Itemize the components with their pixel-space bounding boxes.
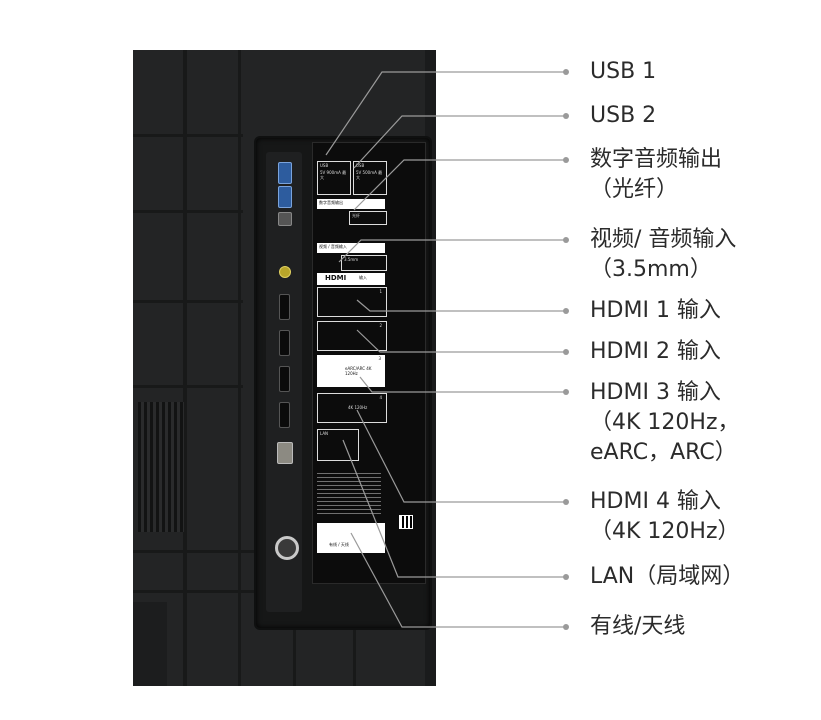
callout-usb1: USB 1 bbox=[590, 59, 657, 84]
usb2-label-box: USB 5V 500mA 最大 bbox=[353, 161, 387, 195]
tv-back-panel: USB 5V 900mA 最大 USB 5V 500mA 最大 数字音频输出 光… bbox=[133, 50, 436, 686]
panel-seam bbox=[293, 590, 296, 686]
connector-label-sheet: USB 5V 900mA 最大 USB 5V 500mA 最大 数字音频输出 光… bbox=[312, 142, 426, 584]
panel-seam bbox=[353, 590, 356, 686]
hdmi2-number: 2 bbox=[379, 323, 382, 328]
lan-label-text: LAN bbox=[320, 431, 329, 436]
antenna-label-box: 有线 / 天线 bbox=[317, 523, 385, 553]
av-label-box: 视频 / 音频输入 bbox=[317, 243, 385, 253]
leader-dot-lan bbox=[563, 574, 569, 580]
callout-hdmi3-line3: eARC，ARC） bbox=[590, 440, 737, 465]
hdmi4-tag-text: 4K 120Hz bbox=[348, 405, 368, 410]
callout-hdmi4-line2: （4K 120Hz） bbox=[590, 519, 740, 544]
optical-tag-box: 光纤 bbox=[349, 211, 387, 225]
callout-lan: LAN（局域网） bbox=[590, 564, 745, 589]
panel-seam bbox=[133, 385, 243, 388]
antenna-port[interactable] bbox=[275, 536, 299, 560]
panel-seam bbox=[133, 300, 243, 303]
callout-av: 视频/ 音频输入 （3.5mm） bbox=[590, 225, 736, 285]
antenna-label-text: 有线 / 天线 bbox=[329, 542, 349, 547]
callout-optical-line2: （光纤） bbox=[590, 177, 679, 202]
hdmi2-label-box: 2 bbox=[317, 321, 387, 351]
callout-hdmi3: HDMI 3 输入 （4K 120Hz， eARC，ARC） bbox=[590, 378, 740, 468]
hdmi1-number: 1 bbox=[379, 289, 382, 294]
vent-grille bbox=[138, 402, 184, 532]
hdmi3-tag-text: eARC/ARC 4K 120Hz bbox=[345, 366, 372, 376]
hdmi-port[interactable] bbox=[279, 366, 290, 392]
leader-dot-optical bbox=[563, 157, 569, 163]
lan-port[interactable] bbox=[277, 442, 293, 464]
hdmi-port[interactable] bbox=[279, 330, 290, 356]
hdmi4-number: 4 bbox=[379, 395, 382, 400]
hdmi-port[interactable] bbox=[279, 294, 290, 320]
hdmi3-number: 3 bbox=[378, 356, 381, 361]
callout-av-line1: 视频/ 音频输入 bbox=[590, 227, 737, 252]
hdmi3-label-box: eARC/ARC 4K 120Hz 3 bbox=[317, 355, 385, 387]
callout-optical-line1: 数字音频输出 bbox=[590, 147, 723, 172]
hdmi-in-text: 输入 bbox=[359, 275, 367, 280]
usb2-spec-text: 5V 500mA 最大 bbox=[356, 170, 383, 180]
leader-dot-av bbox=[563, 237, 569, 243]
leader-dot-hdmi4 bbox=[563, 499, 569, 505]
hdmi-port[interactable] bbox=[279, 402, 290, 428]
panel-block bbox=[133, 602, 167, 686]
callout-av-line2: （3.5mm） bbox=[590, 257, 712, 282]
leader-dot-usb1 bbox=[563, 69, 569, 75]
av-port[interactable] bbox=[279, 266, 291, 278]
callout-hdmi3-line2: （4K 120Hz， bbox=[590, 410, 740, 435]
callout-hdmi1: HDMI 1 输入 bbox=[590, 298, 721, 323]
leader-dot-hdmi2 bbox=[563, 349, 569, 355]
callout-hdmi2: HDMI 2 输入 bbox=[590, 339, 721, 364]
callout-antenna: 有线/天线 bbox=[590, 614, 686, 639]
panel-seam bbox=[183, 50, 187, 686]
qr-code-icon bbox=[399, 515, 413, 529]
callout-hdmi4-line1: HDMI 4 输入 bbox=[590, 489, 721, 514]
usb-port[interactable] bbox=[278, 186, 292, 208]
panel-seam bbox=[133, 134, 243, 137]
hdmi4-label-box: 4K 120Hz 4 bbox=[317, 393, 387, 423]
leader-dot-hdmi1 bbox=[563, 308, 569, 314]
usb1-spec-text: 5V 900mA 最大 bbox=[320, 170, 347, 180]
callout-hdmi4: HDMI 4 输入 （4K 120Hz） bbox=[590, 487, 740, 547]
panel-seam bbox=[238, 50, 241, 686]
panel-seam bbox=[133, 210, 243, 213]
av-tag-box: 3.5mm bbox=[341, 255, 387, 271]
hdmi-header-box: HDMI 输入 bbox=[317, 273, 385, 285]
leader-dot-hdmi3 bbox=[563, 389, 569, 395]
av-tag-text: 3.5mm bbox=[344, 257, 359, 262]
usb-port[interactable] bbox=[278, 162, 292, 184]
callout-hdmi3-line1: HDMI 3 输入 bbox=[590, 380, 721, 405]
av-label-text: 视频 / 音频输入 bbox=[319, 244, 347, 249]
callout-usb2: USB 2 bbox=[590, 103, 657, 128]
optical-label-box: 数字音频输出 bbox=[317, 199, 385, 209]
usb1-label-box: USB 5V 900mA 最大 bbox=[317, 161, 351, 195]
optical-label-text: 数字音频输出 bbox=[319, 200, 343, 205]
connector-terminal: USB 5V 900mA 最大 USB 5V 500mA 最大 数字音频输出 光… bbox=[254, 136, 432, 630]
usb1-label-text: USB bbox=[320, 163, 329, 168]
lan-label-box: LAN bbox=[317, 429, 359, 461]
usb2-label-text: USB bbox=[356, 163, 365, 168]
callout-optical: 数字音频输出 （光纤） bbox=[590, 145, 722, 205]
hdmi1-label-box: 1 bbox=[317, 287, 387, 317]
port-strip bbox=[266, 152, 302, 612]
leader-dot-antenna bbox=[563, 624, 569, 630]
optical-port[interactable] bbox=[278, 212, 292, 226]
optical-tag-text: 光纤 bbox=[352, 213, 360, 218]
hdmi-logo: HDMI bbox=[325, 274, 347, 282]
fine-print-text bbox=[317, 473, 381, 515]
leader-dot-usb2 bbox=[563, 113, 569, 119]
